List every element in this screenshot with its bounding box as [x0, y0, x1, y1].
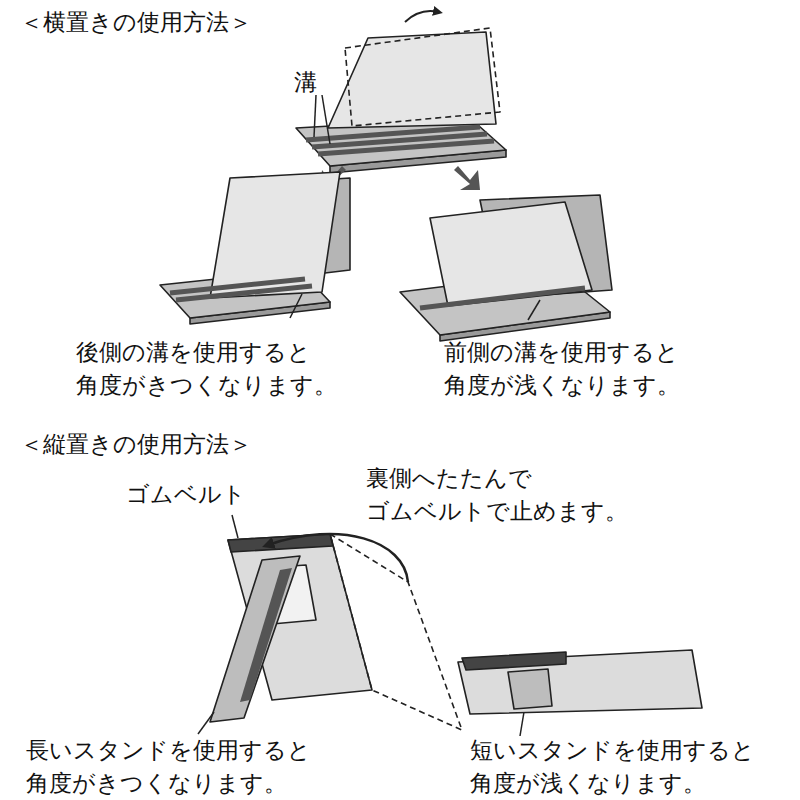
note: 長いスタンドを使用すると 角度がきつくなります。 — [26, 734, 346, 800]
note: 裏側へたたんで ゴムベルトで止めます。 — [366, 462, 666, 528]
part-name: 溝 — [294, 66, 334, 99]
section-heading: ＜縦置きの使用方法＞ — [20, 428, 320, 461]
note: 前側の溝を使用すると 角度が浅くなります。 — [444, 336, 744, 402]
note: 後側の溝を使用すると 角度がきつくなります。 — [76, 336, 376, 402]
note: 短いスタンドを使用すると 角度が浅くなります。 — [470, 734, 790, 800]
section-heading: ＜横置きの使用方法＞ — [20, 6, 320, 39]
part-name: ゴムベルト — [126, 478, 286, 511]
